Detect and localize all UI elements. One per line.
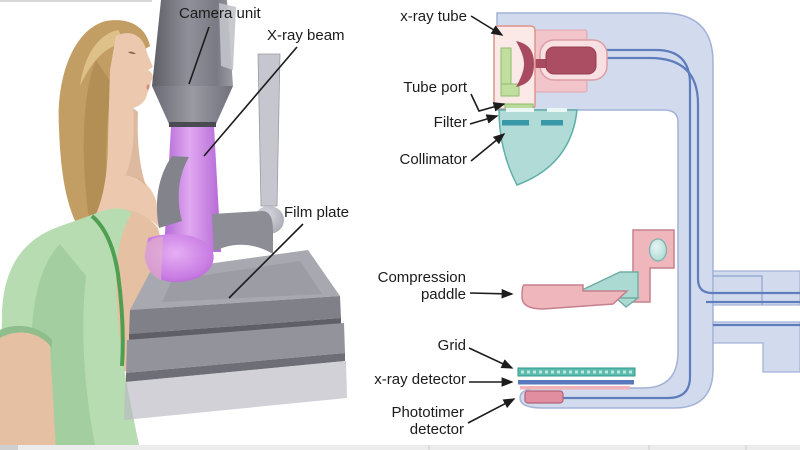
phototimer-arrow <box>467 398 516 424</box>
patient-neck-shadow <box>125 108 146 186</box>
patient-eye <box>128 51 136 54</box>
breast-skin-edge <box>144 236 163 280</box>
xray-tube-arrow <box>470 15 504 36</box>
compression-paddle-arrow <box>469 288 514 299</box>
filter-graphic <box>506 108 534 112</box>
detector-assembly <box>517 367 636 404</box>
label-tube-port: Tube port <box>403 79 467 96</box>
film-plate-line <box>228 223 304 299</box>
label-filter: Filter <box>433 114 467 131</box>
anode-graphic <box>516 41 534 87</box>
paddle-plate <box>521 284 629 310</box>
patient-hair-highlight <box>80 30 126 86</box>
label-xray-detector: x-ray detector <box>374 371 466 388</box>
camera-unit-graphic <box>152 0 236 127</box>
label-leader-lines <box>188 15 516 424</box>
compression-paddle-graphic <box>521 229 675 310</box>
label-grid: Grid <box>437 337 466 354</box>
xray-detector-graphic <box>518 380 634 385</box>
collimator-blade <box>502 120 529 126</box>
filter-graphic-2 <box>547 108 567 112</box>
label-phototimer-detector: Phototimer detector <box>391 404 464 438</box>
bottom-edge-strip <box>0 445 800 450</box>
label-film-plate: Film plate <box>284 204 350 221</box>
collimator-blade-2 <box>541 120 563 126</box>
gantry-mount-arms <box>712 270 800 373</box>
label-xray-tube: x-ray tube <box>400 8 467 25</box>
xray-tube-graphic <box>493 25 608 111</box>
paddle-knob <box>648 238 668 262</box>
filter-arrow <box>469 114 499 125</box>
sleeve-edge <box>0 325 52 348</box>
phototimer-graphic <box>524 390 564 404</box>
video-edge-artifact <box>0 0 152 2</box>
film-plate-graphic <box>124 250 347 420</box>
collimator-graphic <box>498 108 578 186</box>
xray-beam-line <box>203 46 298 157</box>
gown-trim <box>90 214 125 367</box>
gantry-rail-lines <box>524 48 800 400</box>
patient-arm <box>0 330 56 450</box>
machine-schematic <box>493 12 800 409</box>
label-xray-beam: X-ray beam <box>267 27 345 44</box>
patient-lips <box>146 84 150 90</box>
grid-arrow <box>468 347 514 369</box>
tube-port-arrow <box>470 93 506 112</box>
label-collimator: Collimator <box>399 151 467 168</box>
label-compression-paddle: Compression paddle <box>377 269 466 303</box>
collimator-arrow <box>470 132 506 162</box>
paddle-bracket-graphic <box>156 156 189 228</box>
patient-face <box>96 33 160 228</box>
label-camera-unit: Camera unit <box>179 5 261 22</box>
plate-bracket-graphic <box>212 211 273 254</box>
patient-illustration <box>0 0 347 450</box>
xray-detector-film <box>520 386 630 390</box>
camera-unit-line <box>188 26 210 85</box>
